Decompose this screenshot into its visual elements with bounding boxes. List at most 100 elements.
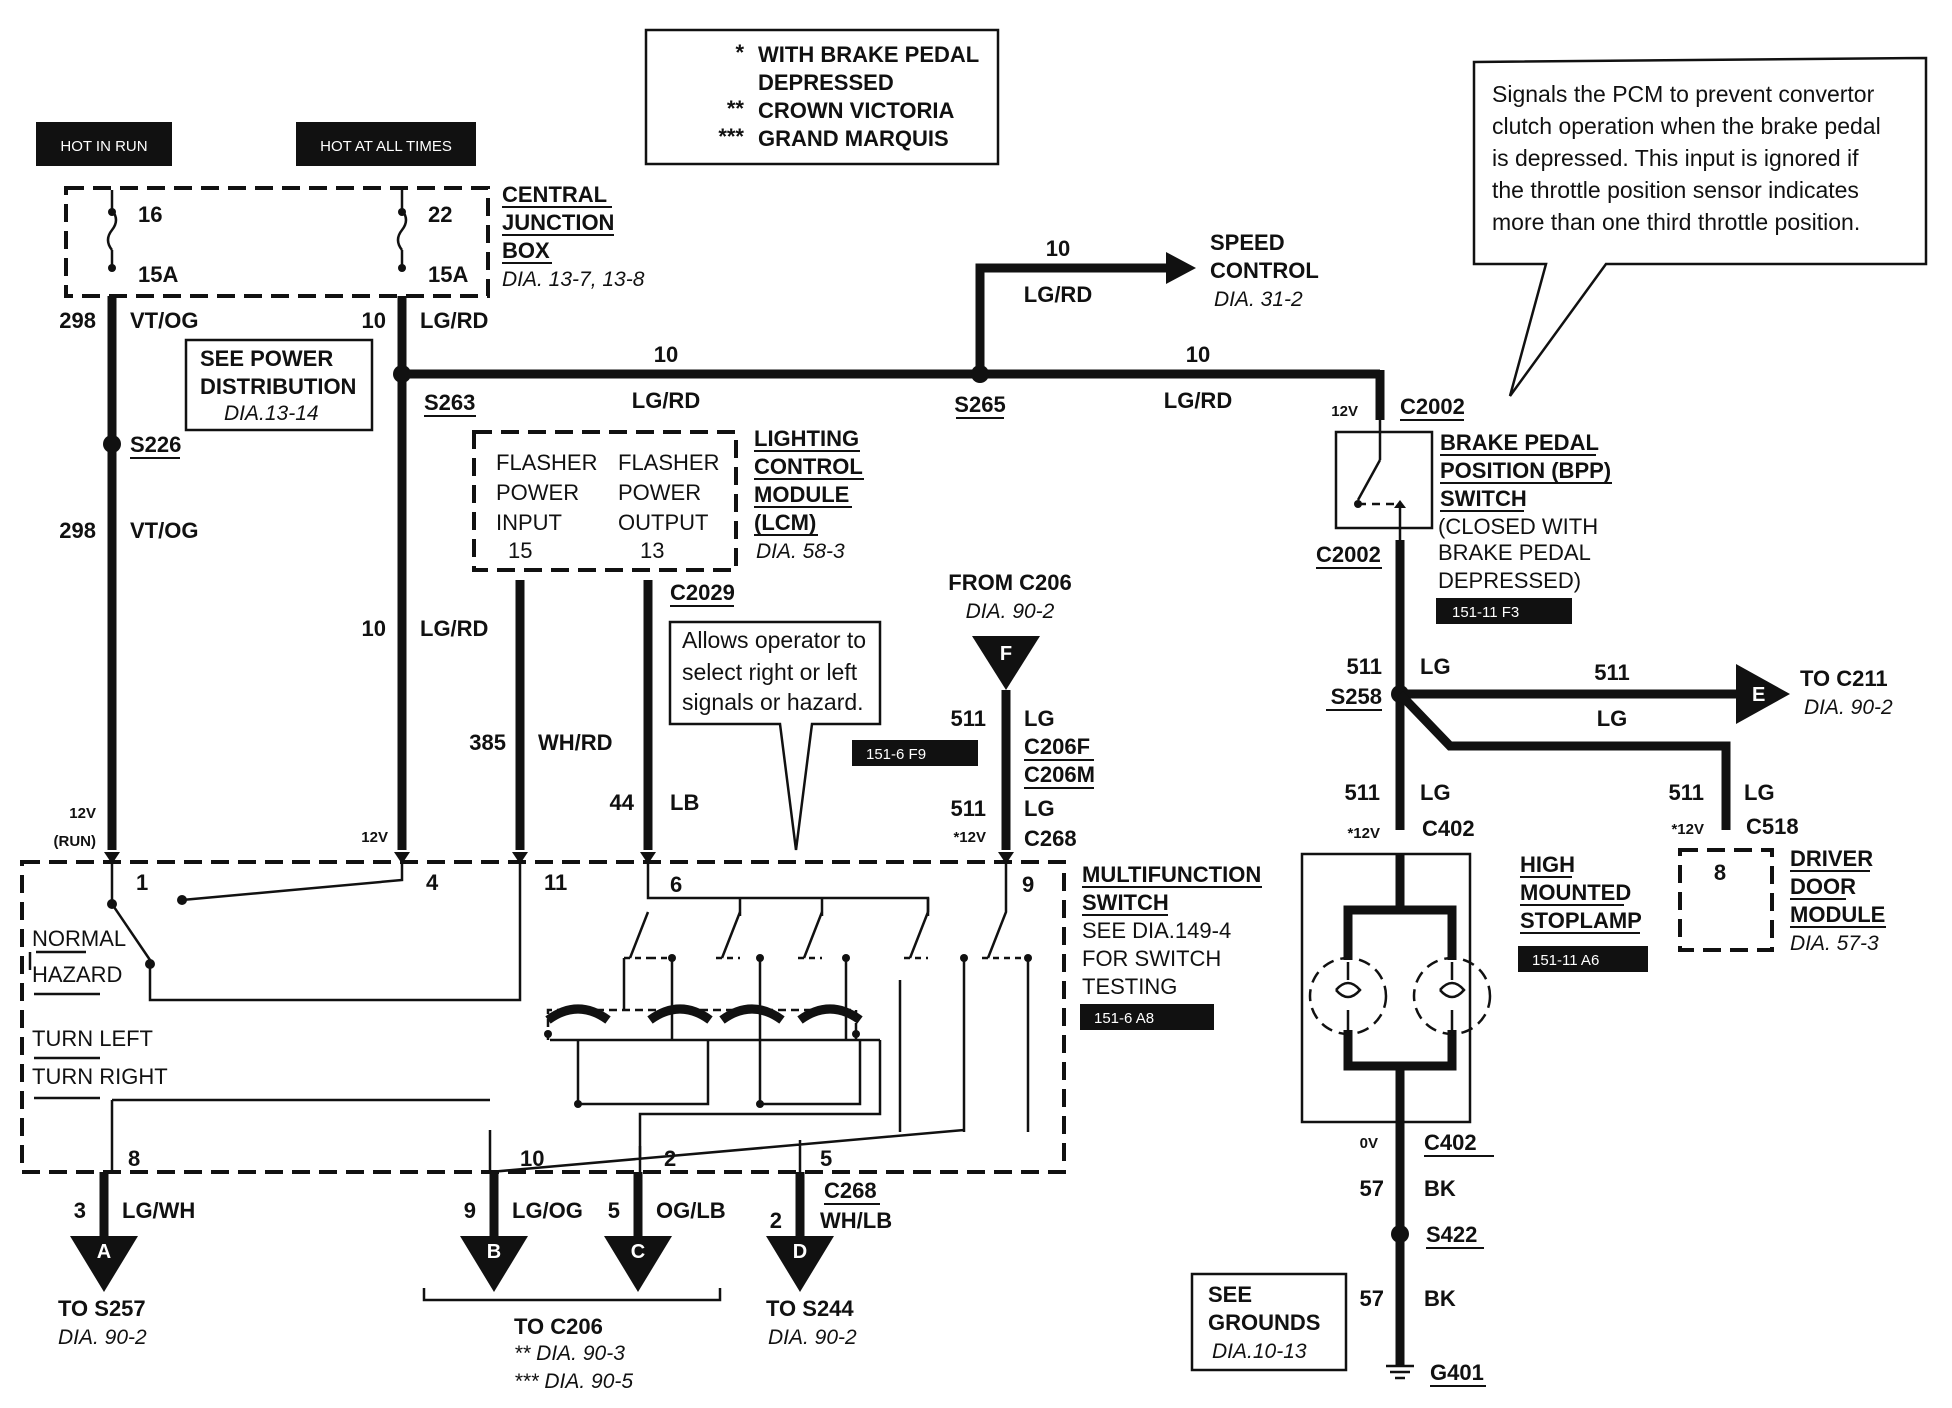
svg-text:13: 13 bbox=[640, 538, 664, 563]
svg-text:C268: C268 bbox=[1024, 826, 1077, 851]
svg-text:LG/OG: LG/OG bbox=[512, 1198, 583, 1223]
wire-385-whrd: 385 WH/RD bbox=[469, 580, 613, 850]
svg-text:10: 10 bbox=[520, 1146, 544, 1171]
legend-line-4: GRAND MARQUIS bbox=[758, 126, 949, 151]
svg-text:9: 9 bbox=[1022, 872, 1034, 897]
svg-text:511: 511 bbox=[1347, 654, 1383, 679]
connector-f-icon bbox=[972, 636, 1040, 690]
splice-s258-branch: 511 LG S258 E 511 LG TO C211 DIA. 90-2 5… bbox=[1326, 654, 1893, 842]
from-c206-input: FROM C206 DIA. 90-2 F 511 LG 151-6 F9 C2… bbox=[852, 570, 1095, 851]
svg-text:SEE DIA.149-4: SEE DIA.149-4 bbox=[1082, 918, 1231, 943]
high-mounted-stoplamp: HIGH MOUNTED STOPLAMP 151-11 A6 bbox=[1300, 852, 1648, 1180]
svg-text:the throttle position sensor i: the throttle position sensor indicates bbox=[1492, 177, 1859, 203]
output-d: C268 2 WH/LB D TO S244 DIA. 90-2 bbox=[766, 1172, 892, 1349]
svg-text:FLASHER: FLASHER bbox=[618, 450, 719, 475]
svg-text:CONTROL: CONTROL bbox=[1210, 258, 1319, 283]
svg-text:is depressed. This input is i: is depressed. This input is ignored if bbox=[1492, 145, 1859, 171]
legend-box: * WITH BRAKE PEDAL DEPRESSED ** CROWN VI… bbox=[644, 28, 1000, 166]
svg-text:(CLOSED WITH: (CLOSED WITH bbox=[1438, 514, 1598, 539]
svg-text:TURN RIGHT: TURN RIGHT bbox=[32, 1064, 168, 1089]
svg-text:BRAKE PEDAL: BRAKE PEDAL bbox=[1438, 540, 1591, 565]
svg-text:MULTIFUNCTION: MULTIFUNCTION bbox=[1082, 862, 1261, 887]
svg-text:BRAKE PEDAL: BRAKE PEDAL bbox=[1440, 430, 1599, 455]
legend-mark-3: *** bbox=[718, 124, 744, 149]
svg-text:57: 57 bbox=[1360, 1286, 1384, 1311]
svg-text:151-11 A6: 151-11 A6 bbox=[1532, 952, 1599, 969]
svg-text:LIGHTING: LIGHTING bbox=[754, 426, 859, 451]
svg-text:C2002: C2002 bbox=[1316, 542, 1381, 567]
legend-line-3: CROWN VICTORIA bbox=[758, 98, 954, 123]
wire-10-lgrd: 10 LG/RD S263 10 LG/RD 12V 10 LG/RD S265… bbox=[361, 236, 1385, 850]
svg-text:C402: C402 bbox=[1422, 816, 1475, 841]
svg-text:NORMAL: NORMAL bbox=[32, 926, 126, 951]
svg-text:8: 8 bbox=[1714, 860, 1726, 885]
svg-text:11: 11 bbox=[544, 870, 567, 895]
connector-b-icon bbox=[460, 1236, 528, 1292]
svg-text:TESTING: TESTING bbox=[1082, 974, 1177, 999]
svg-text:44: 44 bbox=[610, 790, 635, 815]
svg-text:C206M: C206M bbox=[1024, 762, 1095, 787]
svg-text:SEE: SEE bbox=[1208, 1282, 1252, 1307]
bpp-switch: 12V C2002 BRAKE PEDAL POSITION (BPP) SWI… bbox=[1316, 394, 1612, 830]
svg-text:511: 511 bbox=[1669, 780, 1705, 805]
svg-text:WH/RD: WH/RD bbox=[538, 730, 613, 755]
central-junction-box: 16 15A 22 15A CENTRAL JUNCTION BOX DIA. … bbox=[64, 182, 645, 298]
svg-text:signals or hazard.: signals or hazard. bbox=[682, 689, 864, 715]
svg-text:LG/RD: LG/RD bbox=[632, 388, 700, 413]
svg-text:Allows operator to: Allows operator to bbox=[682, 627, 866, 653]
svg-text:G401: G401 bbox=[1430, 1360, 1484, 1385]
svg-text:LB: LB bbox=[670, 790, 699, 815]
svg-text:*12V: *12V bbox=[1671, 821, 1704, 838]
svg-text:511: 511 bbox=[1594, 660, 1630, 685]
svg-text:SWITCH: SWITCH bbox=[1082, 890, 1169, 915]
svg-text:298: 298 bbox=[59, 308, 96, 333]
wire-44-lb: C2029 44 LB bbox=[610, 580, 735, 850]
svg-text:DIA. 90-2: DIA. 90-2 bbox=[1804, 696, 1893, 719]
svg-text:57: 57 bbox=[1360, 1176, 1384, 1201]
svg-text:(LCM): (LCM) bbox=[754, 510, 816, 535]
svg-text:S422: S422 bbox=[1426, 1222, 1477, 1247]
svg-text:LG/RD: LG/RD bbox=[1164, 388, 1232, 413]
connector-d-icon bbox=[766, 1236, 834, 1292]
svg-text:LG/RD: LG/RD bbox=[420, 308, 488, 333]
svg-text:DISTRIBUTION: DISTRIBUTION bbox=[200, 374, 356, 399]
svg-text:151-6 A8: 151-6 A8 bbox=[1094, 1010, 1154, 1027]
svg-text:TO C211: TO C211 bbox=[1800, 666, 1888, 691]
svg-text:151-6 F9: 151-6 F9 bbox=[866, 746, 926, 763]
svg-text:LG: LG bbox=[1597, 706, 1628, 731]
splice-s226 bbox=[103, 435, 121, 453]
svg-text:MODULE: MODULE bbox=[754, 482, 849, 507]
hot-in-run-tag: HOT IN RUN bbox=[36, 122, 172, 166]
svg-text:FROM C206: FROM C206 bbox=[948, 570, 1071, 595]
svg-text:POWER: POWER bbox=[496, 480, 579, 505]
svg-text:12V: 12V bbox=[69, 805, 96, 822]
svg-text:TURN LEFT: TURN LEFT bbox=[32, 1026, 153, 1051]
svg-text:FOR SWITCH: FOR SWITCH bbox=[1082, 946, 1221, 971]
svg-text:DIA. 57-3: DIA. 57-3 bbox=[1790, 932, 1879, 955]
svg-text:Signals the PCM to prevent con: Signals the PCM to prevent convertor bbox=[1492, 81, 1875, 107]
svg-text:385: 385 bbox=[469, 730, 506, 755]
svg-text:S258: S258 bbox=[1331, 684, 1382, 709]
svg-text:WH/LB: WH/LB bbox=[820, 1208, 892, 1233]
svg-text:C268: C268 bbox=[824, 1178, 877, 1203]
svg-text:DIA.13-14: DIA.13-14 bbox=[224, 402, 319, 425]
svg-text:C2029: C2029 bbox=[670, 580, 735, 605]
wire-298-vtog: 298 VT/OG S226 298 VT/OG 12V (RUN) bbox=[54, 296, 198, 850]
svg-text:S265: S265 bbox=[954, 392, 1005, 417]
svg-text:TO S257: TO S257 bbox=[58, 1296, 146, 1321]
svg-text:SEE POWER: SEE POWER bbox=[200, 346, 333, 371]
svg-text:clutch operation when the brak: clutch operation when the brake pedal bbox=[1492, 113, 1881, 139]
legend-mark-1: * bbox=[735, 40, 744, 65]
svg-text:10: 10 bbox=[654, 342, 678, 367]
svg-text:LG: LG bbox=[1420, 780, 1451, 805]
svg-text:0V: 0V bbox=[1360, 1135, 1378, 1152]
svg-text:VT/OG: VT/OG bbox=[130, 308, 198, 333]
connector-a-icon bbox=[70, 1236, 138, 1292]
svg-text:BOX: BOX bbox=[502, 238, 550, 263]
svg-text:298: 298 bbox=[59, 518, 96, 543]
svg-text:VT/OG: VT/OG bbox=[130, 518, 198, 543]
svg-text:9: 9 bbox=[464, 1198, 476, 1223]
connector-e-icon bbox=[1736, 664, 1790, 724]
svg-text:C: C bbox=[631, 1241, 645, 1263]
svg-text:OG/LB: OG/LB bbox=[656, 1198, 726, 1223]
